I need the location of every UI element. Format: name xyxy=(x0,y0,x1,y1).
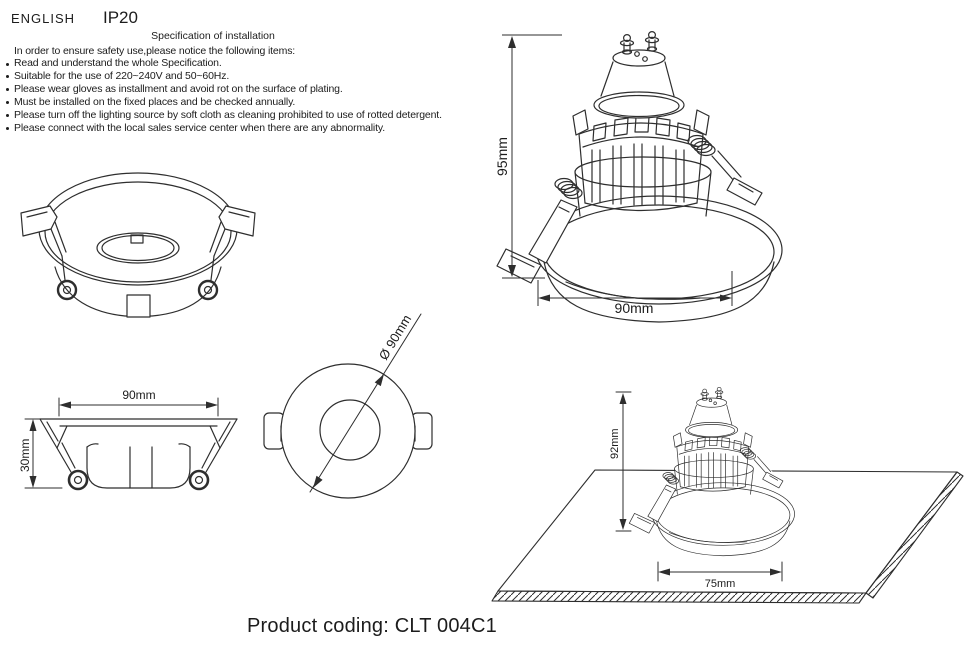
drawing-front-view: Ø 90mm xyxy=(263,312,433,499)
bullet-icon xyxy=(6,101,9,105)
dimension-90mm: 90mm xyxy=(537,271,733,316)
spec-title: Specification of installation xyxy=(151,30,275,42)
dimension-90mm-side: 90mm xyxy=(58,388,219,417)
panel-edge-bottom xyxy=(491,590,867,604)
list-item: Please connect with the local sales serv… xyxy=(5,122,442,135)
list-item: Suitable for the use of 220~240V and 50~… xyxy=(5,70,442,83)
arrow-up-icon xyxy=(508,36,516,48)
list-item: Please turn off the lighting source by s… xyxy=(5,109,442,122)
ring-rim xyxy=(44,181,232,283)
safety-items-list: Read and understand the whole Specificat… xyxy=(5,57,442,134)
dim-label-depth: 30mm xyxy=(18,439,32,472)
arrow-up-icon xyxy=(619,393,627,404)
bullet-icon xyxy=(6,114,9,118)
dimension-75mm: 75mm xyxy=(657,561,783,590)
spec-intro: In order to ensure safety use,please not… xyxy=(14,45,296,57)
dim-label-height: 92mm xyxy=(609,428,621,459)
bullet-icon xyxy=(6,75,9,79)
bullet-icon xyxy=(6,62,9,66)
dim-label-cutout: 75mm xyxy=(705,578,736,590)
ring-face xyxy=(38,172,238,286)
drawing-side-view: 90mm 30mm xyxy=(18,388,238,491)
ip-rating-label: IP20 xyxy=(103,8,138,27)
list-item: Please wear gloves as installment and av… xyxy=(5,83,442,96)
clip-left xyxy=(20,205,78,301)
arrow-down-left-icon xyxy=(313,475,323,488)
arrow-left-icon xyxy=(658,568,670,576)
bullet-icon xyxy=(6,127,9,131)
arrow-right-icon xyxy=(720,294,732,302)
bullet-icon xyxy=(6,88,9,92)
lamp-cup xyxy=(86,443,191,489)
arrow-left-icon xyxy=(538,294,550,302)
arrow-left-icon xyxy=(59,401,71,409)
product-coding: Product coding: CLT 004C1 xyxy=(247,615,497,637)
dim-label-height: 95mm xyxy=(494,137,510,176)
drawing-installed-view: 92mm 75mm xyxy=(491,386,964,604)
drawing-perspective-ring xyxy=(20,172,256,318)
hole-notch xyxy=(130,234,144,244)
arrow-up-right-icon xyxy=(374,374,384,387)
ring-bottom-tab xyxy=(126,294,151,318)
dim-label-width: 90mm xyxy=(615,300,654,316)
wing-right xyxy=(188,418,238,491)
arrow-up-icon xyxy=(29,419,37,431)
list-item: Must be installed on the fixed places an… xyxy=(5,96,442,109)
language-label: ENGLISH xyxy=(11,11,76,26)
dimension-95mm: 95mm xyxy=(494,34,562,279)
list-item: Read and understand the whole Specificat… xyxy=(5,57,442,70)
clip-right xyxy=(197,205,256,301)
dimension-30mm-side: 30mm xyxy=(18,418,63,489)
dimension-92mm: 92mm xyxy=(609,391,632,532)
arrow-right-icon xyxy=(206,401,218,409)
arrow-down-icon xyxy=(619,519,627,530)
inner-circle xyxy=(319,399,381,461)
ring-hole xyxy=(96,232,180,264)
arrow-down-icon xyxy=(508,265,516,277)
wing-left xyxy=(39,418,89,491)
drawing-fixture-top-right: 95mm 90mm xyxy=(494,31,783,324)
dim-label-width: 90mm xyxy=(122,388,155,402)
panel-edge-right xyxy=(865,471,964,599)
arrow-down-icon xyxy=(29,476,37,488)
arrow-right-icon xyxy=(770,568,782,576)
